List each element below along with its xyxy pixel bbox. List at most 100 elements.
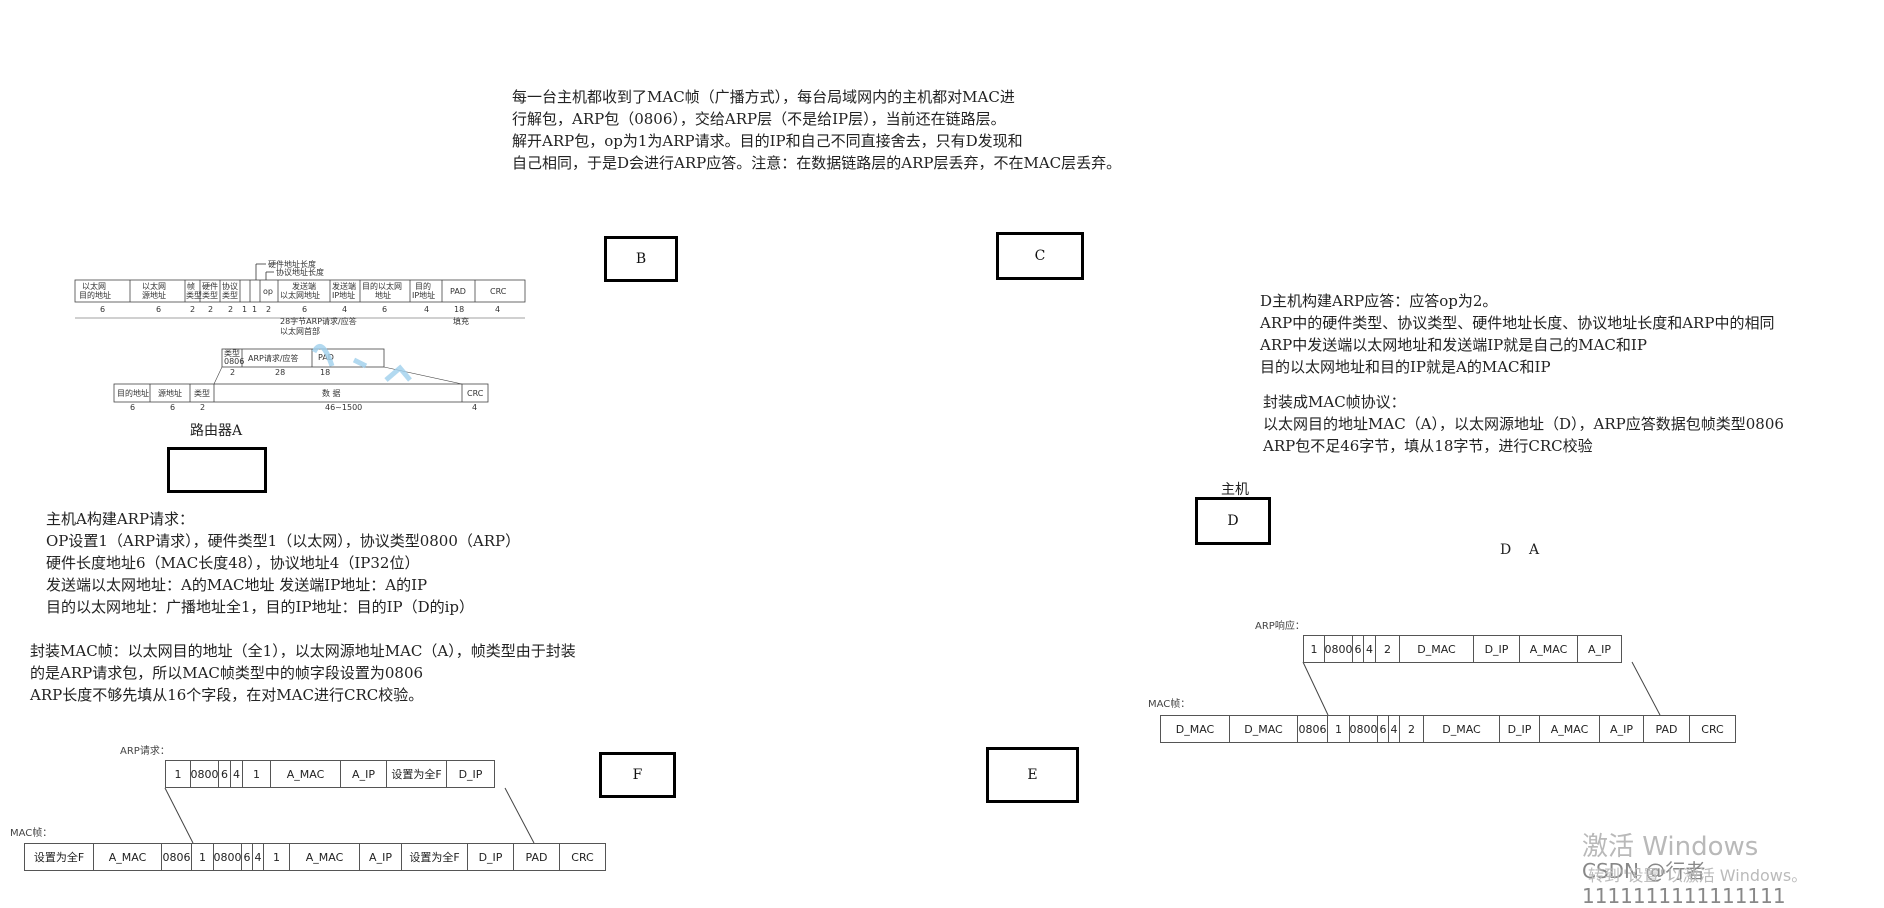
svg-text:2: 2 [190,305,195,314]
mac-frame-left: 设置为全F A_MAC 0806 1 0800 6 4 1 A_MAC A_IP… [24,843,606,871]
svg-text:6: 6 [156,305,161,314]
packet-cell: 0800 [1350,715,1378,743]
d-encap-line: 以太网目的地址MAC（A），以太网源地址（D），ARP应答数据包帧类型0806 [1263,415,1784,433]
packet-cell: 6 [219,760,231,788]
packet-cell: 1 [1303,635,1325,663]
packet-cell: D_MAC [1230,715,1298,743]
mac-frame-right-label: MAC帧： [1148,699,1191,710]
packet-cell: A_MAC [271,760,341,788]
d-reply-text: D主机构建ARP应答：应答op为2。 ARP中的硬件类型、协议类型、硬件地址长度… [1260,290,1774,378]
encap-line: 的是ARP请求包，所以MAC帧类型中的帧字段设置为0806 [30,664,424,682]
host-a-request-text: 主机A构建ARP请求： OP设置1（ARP请求），硬件类型1（以太网），协议类型… [46,508,520,618]
svg-text:源地址: 源地址 [158,388,182,398]
packet-cell: 2 [1376,635,1400,663]
packet-connectors [164,661,1661,844]
svg-text:op: op [263,287,273,296]
svg-text:CRC: CRC [467,389,484,398]
intro-line: 自己相同，于是D会进行ARP应答。注意：在数据链路层的ARP层丢弃，不在MAC层… [512,154,1122,172]
svg-text:2: 2 [200,403,205,412]
intro-paragraph: 每一台主机都收到了MAC帧（广播方式），每台局域网内的主机都对MAC进 行解包，… [512,86,1121,174]
svg-text:6: 6 [130,403,135,412]
svg-text:1: 1 [252,305,257,314]
svg-text:46~1500: 46~1500 [325,403,362,412]
packet-cell: 1 [165,760,191,788]
node-f: F [599,752,676,798]
frame-structure-diagram: 硬件地址长度 协议地址长度 以太网目的地址 以太网源地址 帧类型 硬件类型 协议… [70,256,540,416]
intro-line: 行解包，ARP包（0806），交给ARP层（不是给IP层），当前还在链路层。 [512,110,1006,128]
svg-text:目的: 目的 [415,281,431,291]
svg-text:6: 6 [170,403,175,412]
svg-text:PAD: PAD [318,353,334,362]
encap-line: ARP长度不够先填从16个字段，在对MAC进行CRC校验。 [30,686,424,704]
node-e: E [986,747,1079,803]
note-hw-len: 硬件地址长度 [268,259,316,269]
svg-text:2: 2 [228,305,233,314]
arp-request-label: ARP请求： [120,746,170,757]
svg-text:帧: 帧 [187,281,195,291]
node-c: C [996,232,1084,280]
packet-cell: 设置为全F [402,843,468,871]
svg-text:数 据: 数 据 [322,388,341,398]
node-b: B [604,236,678,282]
goto-settings-watermark: 转到"设置"以激活 Windows。 [1588,866,1808,885]
packet-cell: 0806 [1298,715,1328,743]
svg-text:2: 2 [230,368,235,377]
svg-text:2: 2 [208,305,213,314]
packet-cell: 设置为全F [387,760,447,788]
svg-text:6: 6 [382,305,387,314]
svg-text:目的地址: 目的地址 [117,388,149,398]
svg-text:以太网地址: 以太网地址 [280,290,320,300]
intro-line: 解开ARP包，op为1为ARP请求。目的IP和自己不同直接舍去，只有D发现和 [512,132,1023,150]
svg-text:PAD: PAD [450,287,466,296]
svg-text:18: 18 [454,305,464,314]
packet-cell: D_MAC [1424,715,1500,743]
reply-line: 目的以太网地址和目的IP就是A的MAC和IP [1260,358,1551,376]
request-line: OP设置1（ARP请求），硬件类型1（以太网），协议类型0800（ARP） [46,532,521,550]
intro-line: 每一台主机都收到了MAC帧（广播方式），每台局域网内的主机都对MAC进 [512,88,1015,106]
svg-text:1: 1 [242,305,247,314]
packet-cell: A_MAC [1520,635,1578,663]
packet-cell: 6 [1378,715,1389,743]
svg-text:类型: 类型 [186,290,202,300]
svg-text:28: 28 [275,368,285,377]
packet-cell: A_MAC [1540,715,1600,743]
request-line: 目的以太网地址：广播地址全1，目的IP地址：目的IP（D的ip） [46,598,475,616]
packet-cell: D_IP [447,760,495,788]
svg-text:以太网首部: 以太网首部 [280,326,320,336]
mac-frame-right: D_MAC D_MAC 0806 1 0800 6 4 2 D_MAC D_IP… [1160,715,1736,743]
packet-cell: PAD [514,843,560,871]
packet-cell: A_IP [360,843,402,871]
packet-cell: 1 [264,843,290,871]
svg-text:4: 4 [342,305,347,314]
svg-text:6: 6 [100,305,105,314]
svg-text:28字节ARP请求/应答: 28字节ARP请求/应答 [280,316,357,326]
svg-text:4: 4 [424,305,429,314]
reply-line: ARP中的硬件类型、协议类型、硬件地址长度、协议地址长度和ARP中的相同 [1260,314,1775,332]
packet-cell: 0800 [1325,635,1353,663]
packet-cell: 设置为全F [24,843,94,871]
svg-text:2: 2 [266,305,271,314]
packet-cell: 4 [1364,635,1376,663]
node-d: D [1195,497,1271,545]
packet-cell: 0806 [162,843,192,871]
svg-text:6: 6 [302,305,307,314]
svg-text:类型: 类型 [194,388,210,398]
request-line: 发送端以太网地址：A的MAC地址 发送端IP地址：A的IP [46,576,428,594]
frame-structure-svg: 硬件地址长度 协议地址长度 以太网目的地址 以太网源地址 帧类型 硬件类型 协议… [74,259,526,412]
arp-reply-label: ARP响应： [1255,621,1305,632]
d-encap-text: 封装成MAC帧协议： 以太网目的地址MAC（A），以太网源地址（D），ARP应答… [1263,391,1784,457]
d-a-label: D A [1500,542,1540,558]
packet-cell: 1 [243,760,271,788]
arp-request-packet: 1 0800 6 4 1 A_MAC A_IP 设置为全F D_IP [165,760,495,788]
packet-cell: D_IP [468,843,514,871]
mac-frame-left-label: MAC帧： [10,828,53,839]
svg-text:18: 18 [320,368,330,377]
packet-cell: 2 [1400,715,1424,743]
svg-text:协议: 协议 [222,281,238,291]
svg-text:4: 4 [472,403,477,412]
packet-cell: D_MAC [1160,715,1230,743]
svg-text:硬件: 硬件 [202,281,218,291]
request-line: 硬件长度地址6（MAC长度48），协议地址4（IP32位） [46,554,420,572]
packet-cell: 1 [1328,715,1350,743]
reply-line: ARP中发送端以太网地址和发送端IP就是自己的MAC和IP [1260,336,1647,354]
